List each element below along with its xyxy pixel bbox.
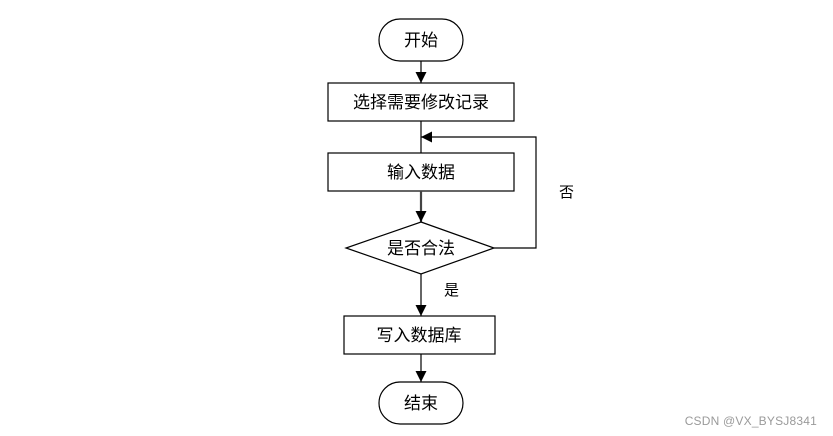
write-db-label: 写入数据库 [377,326,462,346]
input-data-node: 输入数据 [327,152,515,192]
csdn-watermark: CSDN @VX_BYSJ8341 [684,414,817,428]
input-data-label: 输入数据 [387,163,455,183]
end-node: 结束 [378,381,464,425]
edge-decision-no-loop [421,131,537,249]
decision-node: 是否合法 [344,221,496,275]
end-label: 结束 [404,394,438,414]
select-record-node: 选择需要修改记录 [327,82,515,122]
edge-label-no: 否 [559,183,574,201]
decision-label: 是否合法 [387,239,455,259]
write-db-node: 写入数据库 [343,315,496,355]
start-label: 开始 [404,31,438,51]
edge-label-yes: 是 [444,281,459,299]
select-record-label: 选择需要修改记录 [353,93,489,113]
start-node: 开始 [378,18,464,62]
